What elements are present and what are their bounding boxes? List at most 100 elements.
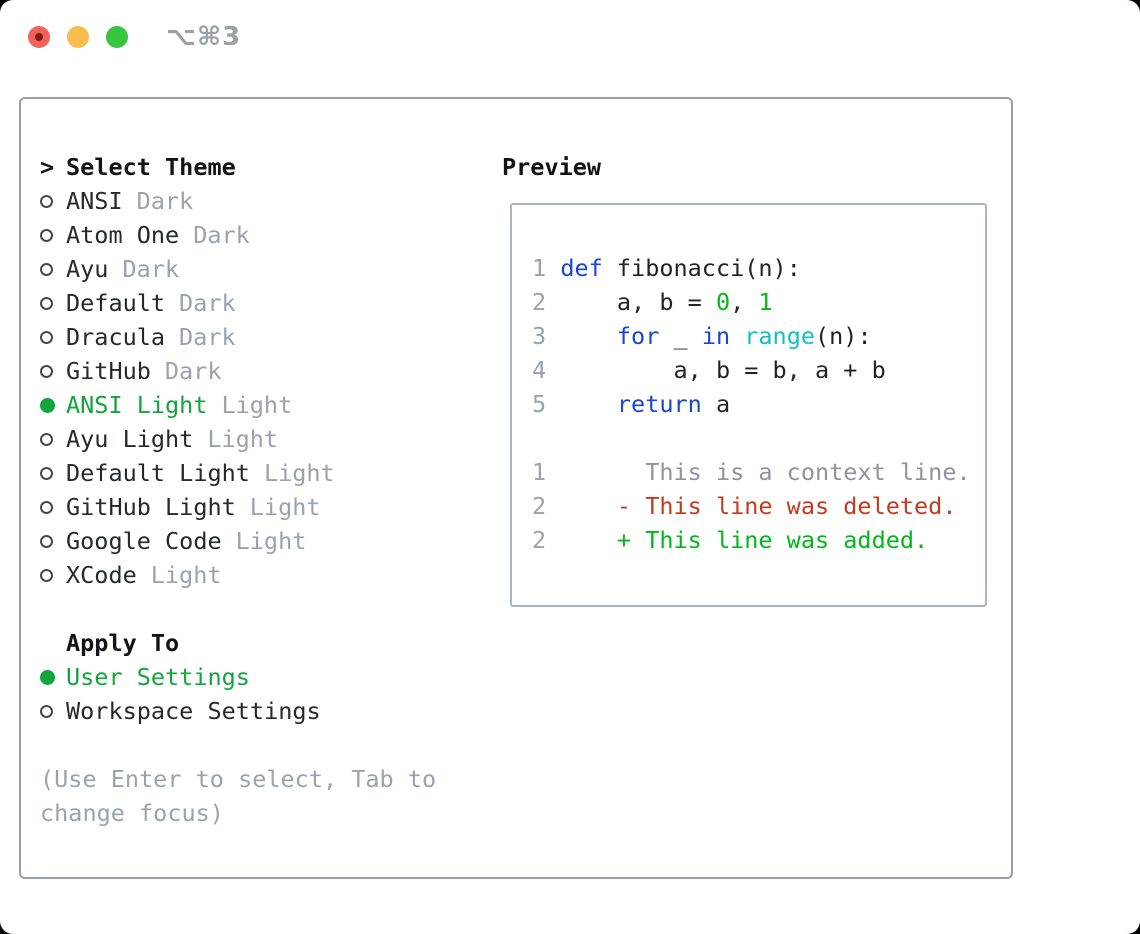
option-label: GitHub Light <box>66 493 236 521</box>
code-token: This is a context line. <box>560 458 971 486</box>
preview-title: Preview <box>502 153 602 181</box>
theme-option[interactable]: ANSI Dark <box>40 184 450 218</box>
code-token: fibonacci(n): <box>602 254 801 282</box>
radio-unselected-icon <box>40 194 66 208</box>
code-line: 1 This is a context line. <box>532 455 971 489</box>
code-token: a, b = <box>560 288 716 316</box>
theme-option[interactable]: Google Code Light <box>40 524 450 558</box>
option-label: Atom One <box>66 221 180 249</box>
option-variant-tag: Dark <box>193 221 250 249</box>
radio-unselected-icon <box>40 262 66 276</box>
close-button[interactable] <box>28 26 50 48</box>
radio-unselected-icon <box>40 330 66 344</box>
option-label: Workspace Settings <box>66 697 321 725</box>
code-token: def <box>560 254 603 282</box>
option-label: ANSI <box>66 187 123 215</box>
code-token: a <box>701 390 731 418</box>
radio-selected-icon <box>40 669 66 685</box>
line-number: 2 <box>532 288 547 316</box>
option-variant-tag: Dark <box>179 323 236 351</box>
code-token: in <box>701 322 731 350</box>
radio-unselected-icon <box>40 704 66 718</box>
line-number: 2 <box>532 492 547 520</box>
option-label: User Settings <box>66 663 250 691</box>
code-line: 3 for _ in range(n): <box>532 319 971 353</box>
option-label: Ayu Light <box>66 425 194 453</box>
option-label: ANSI Light <box>66 391 208 419</box>
code-token: , <box>730 288 759 316</box>
theme-option[interactable]: XCode Light <box>40 558 450 592</box>
picker-title: Select Theme <box>66 153 236 181</box>
code-token: range <box>744 322 816 350</box>
cursor-marker: > <box>40 153 55 181</box>
code-line: 2 - This line was deleted. <box>532 489 971 523</box>
code-line: 5 return a <box>532 387 971 421</box>
option-variant-tag: Light <box>235 527 307 555</box>
line-number: 5 <box>532 390 547 418</box>
option-label: XCode <box>66 561 137 589</box>
option-variant-tag: Light <box>207 425 279 453</box>
usage-hint: (Use Enter to select, Tab to change focu… <box>40 765 437 827</box>
code-line <box>532 421 971 455</box>
line-number: 4 <box>532 356 547 384</box>
radio-unselected-icon <box>40 364 66 378</box>
line-number: 1 <box>532 254 547 282</box>
picker-title-row: > Select Theme <box>40 150 450 184</box>
code-line: 2 + This line was added. <box>532 523 971 557</box>
window-controls <box>28 26 128 48</box>
apply-to-title: Apply To <box>66 629 180 657</box>
option-label: Default Light <box>66 459 250 487</box>
option-variant-tag: Light <box>249 493 321 521</box>
code-token <box>730 322 744 350</box>
theme-option[interactable]: Default Light Light <box>40 456 450 490</box>
theme-option[interactable]: Ayu Light Light <box>40 422 450 456</box>
apply-to-option[interactable]: Workspace Settings <box>40 694 450 728</box>
line-number: 1 <box>532 458 547 486</box>
option-variant-tag: Dark <box>136 187 194 215</box>
option-label: Default <box>66 289 166 317</box>
apply-to-title-row: Apply To <box>40 626 450 660</box>
code-token: (n): <box>815 322 872 350</box>
code-token: 0 <box>715 288 731 316</box>
code-token: _ <box>659 322 702 350</box>
radio-selected-icon <box>40 397 66 413</box>
radio-unselected-icon <box>40 228 66 242</box>
code-token: + This line was added. <box>560 526 929 554</box>
apply-to-option[interactable]: User Settings <box>40 660 450 694</box>
option-label: GitHub <box>66 357 151 385</box>
option-label: Ayu <box>66 255 109 283</box>
option-variant-tag: Light <box>263 459 335 487</box>
option-variant-tag: Light <box>221 391 293 419</box>
code-token: 1 <box>758 288 773 316</box>
radio-unselected-icon <box>40 534 66 548</box>
theme-option[interactable]: Atom One Dark <box>40 218 450 252</box>
code-token <box>560 322 617 350</box>
minimize-button[interactable] <box>67 26 89 48</box>
code-token <box>560 390 617 418</box>
zoom-button[interactable] <box>106 26 128 48</box>
theme-option[interactable]: ANSI Light Light <box>40 388 450 422</box>
option-label: Dracula <box>66 323 166 351</box>
option-variant-tag: Light <box>150 561 222 589</box>
code-token: for <box>616 322 660 350</box>
code-line: 4 a, b = b, a + b <box>532 353 971 387</box>
code-token: - This line was deleted. <box>560 492 957 520</box>
theme-option[interactable]: GitHub Light Light <box>40 490 450 524</box>
theme-option[interactable]: Dracula Dark <box>40 320 450 354</box>
code-token: a, b = b, a + b <box>560 356 886 384</box>
line-number: 2 <box>532 526 547 554</box>
option-label: Google Code <box>66 527 222 555</box>
radio-unselected-icon <box>40 568 66 582</box>
line-number: 3 <box>532 322 547 350</box>
code-line: 2 a, b = 0, 1 <box>532 285 971 319</box>
